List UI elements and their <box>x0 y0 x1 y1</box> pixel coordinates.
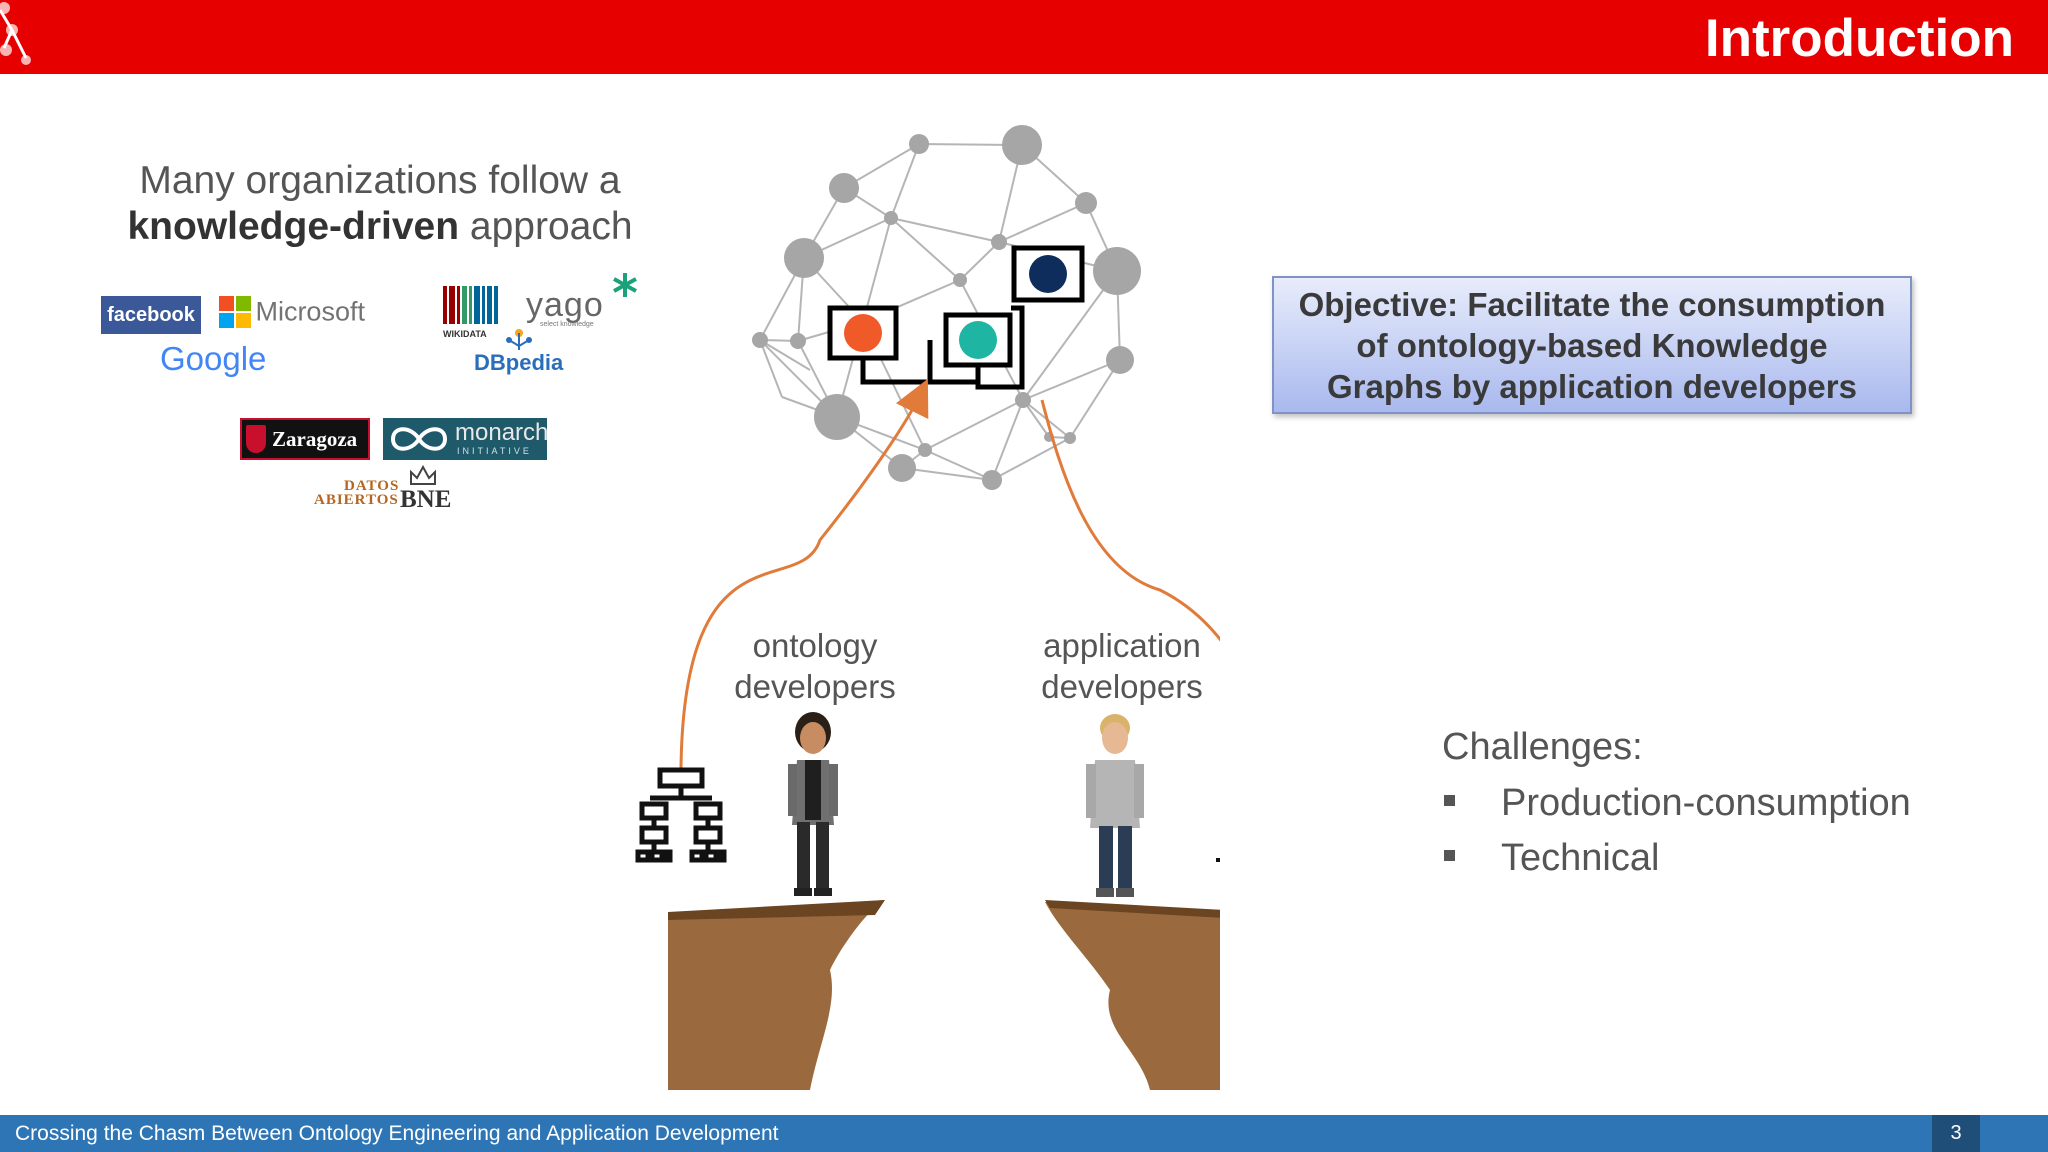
footer-bar: Crossing the Chasm Between Ontology Engi… <box>0 1115 2048 1152</box>
highlighted-subgraph <box>827 245 1085 390</box>
wikidata-logo: WIKIDATA <box>443 286 503 339</box>
yago-logo-text: yago <box>526 286 604 324</box>
graph-nodes <box>752 125 1141 490</box>
bullet-icon <box>1444 795 1455 807</box>
zaragoza-logo-text: Zaragoza <box>272 427 358 451</box>
teal-entity-node <box>959 321 997 359</box>
google-logo: Google <box>160 340 266 378</box>
yago-star-icon <box>613 273 637 297</box>
dbpedia-logo: DBpedia <box>474 328 563 376</box>
page-number: 3 <box>1932 1115 1980 1152</box>
intro-bold: knowledge-driven <box>127 205 460 248</box>
monarch-logo: monarch INITIATIVE <box>383 418 549 460</box>
monarch-subtitle: INITIATIVE <box>457 446 532 456</box>
hierarchy-icon <box>635 767 727 863</box>
intro-line1: Many organizations follow a <box>139 159 621 202</box>
application-label-line1: application <box>1043 627 1201 664</box>
knowledge-graph-illustration <box>635 125 1220 1090</box>
monarch-logo-text: monarch <box>455 419 549 446</box>
objective-line2: of ontology-based Knowledge <box>1356 327 1828 364</box>
orange-entity-node <box>844 314 882 352</box>
right-arrow <box>1040 399 1220 642</box>
challenges-title: Challenges: <box>1442 726 1643 768</box>
ontology-label-line2: developers <box>734 668 896 705</box>
right-cliff-top <box>1045 900 1220 918</box>
microsoft-logo: Microsoft <box>219 296 365 330</box>
zaragoza-logo: Zaragoza <box>240 418 370 460</box>
molecule-decoration-icon <box>0 2 31 65</box>
bullet-icon <box>1444 850 1455 862</box>
dbpedia-tree-icon <box>505 329 532 350</box>
objective-line3: Graphs by application developers <box>1327 368 1857 405</box>
footer-title: Crossing the Chasm Between Ontology Engi… <box>15 1122 779 1145</box>
microsoft-windows-icon <box>219 296 251 328</box>
ontology-developers-label: ontology developers <box>695 625 935 707</box>
abiertos-text: ABIERTOS <box>314 492 399 508</box>
right-cliff <box>1045 902 1220 1090</box>
intro-text: Many organizations follow a knowledge-dr… <box>120 158 640 250</box>
intro-rest: approach <box>459 205 633 248</box>
challenge-item: Technical <box>1444 837 1659 880</box>
bne-crown-icon <box>410 464 436 485</box>
challenge-item: Production-consumption <box>1444 782 1911 825</box>
datos-text: DATOS <box>344 478 400 494</box>
dbpedia-logo-text: DBpedia <box>474 350 564 375</box>
ontology-label-line1: ontology <box>752 627 878 664</box>
microsoft-logo-text: Microsoft <box>255 296 365 327</box>
intro-line2: knowledge-driven approach <box>120 204 640 250</box>
left-arrow <box>679 378 929 769</box>
devices-gear-icon <box>1216 858 1220 862</box>
objective-box: Objective: Facilitate the consumption of… <box>1272 276 1912 414</box>
left-cliff-top <box>668 900 885 920</box>
application-developers-label: application developers <box>1002 625 1242 707</box>
ontology-developer-avatar <box>788 712 838 896</box>
knowledge-graph-sphere <box>759 143 1121 481</box>
facebook-logo-text: facebook <box>107 304 195 326</box>
facebook-logo: facebook <box>101 296 201 334</box>
monarch-infinity-icon <box>390 427 448 451</box>
header-bar: Introduction <box>0 0 2048 74</box>
zaragoza-shield-icon <box>246 425 266 453</box>
challenge-text: Technical <box>1501 837 1660 879</box>
wikidata-barcode-icon <box>443 286 498 324</box>
google-logo-text: Google <box>160 340 267 377</box>
yago-subtitle: select knowledge <box>540 321 594 328</box>
left-cliff <box>668 900 885 1090</box>
application-label-line2: developers <box>1041 668 1203 705</box>
objective-line1: Objective: Facilitate the consumption <box>1298 286 1886 323</box>
slide-title: Introduction <box>1704 9 2014 68</box>
wikidata-logo-text: WIKIDATA <box>443 329 487 339</box>
bne-text: BNE <box>400 486 452 513</box>
datos-abiertos-bne-logo: DATOS ABIERTOS BNE <box>314 464 454 513</box>
navy-entity-node <box>1029 255 1067 293</box>
application-developer-avatar <box>1086 714 1144 897</box>
challenge-text: Production-consumption <box>1501 782 1911 824</box>
yago-logo: yago select knowledge <box>526 273 637 328</box>
